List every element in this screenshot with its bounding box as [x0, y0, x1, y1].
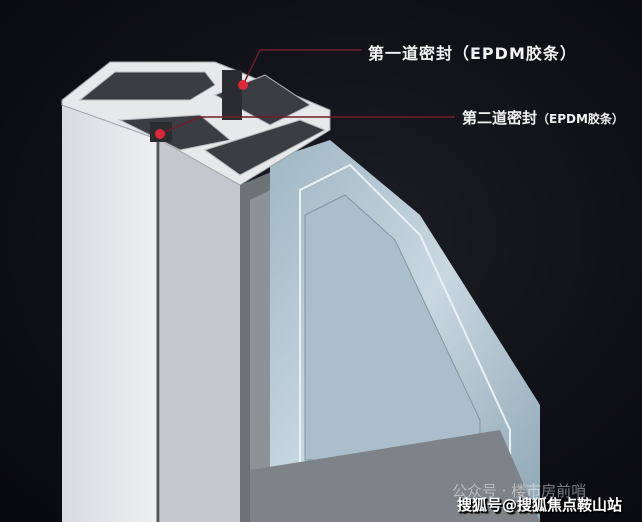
second-seal-material: （EPDM胶条）	[537, 112, 624, 126]
sohu-watermark: 搜狐号@搜狐焦点鞍山站	[457, 496, 623, 514]
glass-spacer	[304, 194, 481, 461]
second-seal-title: 第二道密封	[462, 109, 538, 127]
leader-line-second	[159, 116, 455, 135]
seal-marker-second	[155, 129, 165, 139]
seal-marker-first	[238, 80, 248, 90]
leader-line-first	[242, 49, 362, 86]
sash-bottom	[250, 430, 540, 522]
gasket-primary	[222, 70, 242, 120]
frame-outer-face	[62, 105, 160, 522]
second-seal-label: 第二道密封（EPDM胶条）	[462, 107, 624, 128]
wechat-watermark: 公众号 · 楼市房前哨	[452, 482, 587, 500]
frame-inner-face	[160, 140, 240, 522]
first-seal-label: 第一道密封（EPDM胶条）	[368, 44, 577, 63]
profile-chambers	[78, 71, 327, 176]
glass-inner-edge	[299, 163, 511, 522]
